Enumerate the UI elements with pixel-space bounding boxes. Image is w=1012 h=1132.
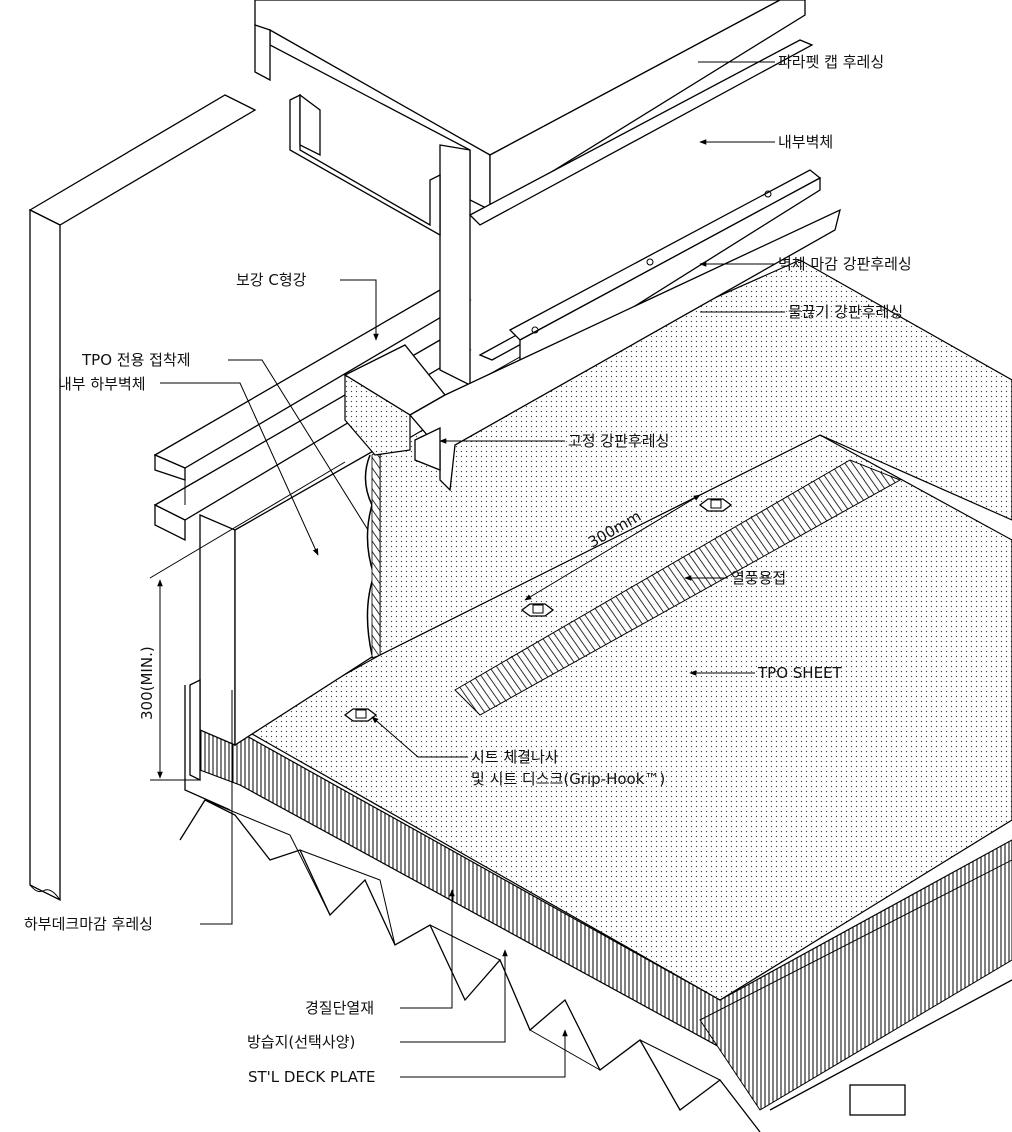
dimension-vertical-text: 300(MIN.) <box>138 646 156 720</box>
leader-lines <box>160 61 785 1078</box>
parapet-cap-flashing <box>254 0 806 387</box>
label-fixing-flashing: 고정 강판후레싱 <box>568 432 669 450</box>
screw-disc-upper <box>698 498 733 512</box>
drip-fixing-flashing <box>343 208 841 492</box>
screw-disc-middle <box>520 603 555 617</box>
inner-lower-wall <box>199 448 381 747</box>
label-tpo-sheet: TPO SHEET <box>757 664 843 682</box>
label-vapor-barrier: 방습지(선택사양) <box>247 1033 355 1051</box>
dimension-vertical: 300(MIN.) <box>138 461 346 781</box>
label-parapet-cap: 파라펫 캡 후레싱 <box>778 53 884 71</box>
cap-bracket <box>289 93 441 237</box>
label-deck-plate: ST'L DECK PLATE <box>248 1068 376 1086</box>
label-inner-wall: 내부벽체 <box>778 133 833 151</box>
label-hot-air-weld: 열풍용접 <box>731 569 786 587</box>
label-inner-lower-wall: 내부 하부벽체 <box>58 375 146 393</box>
label-screw-line2: 및 시트 디스크(Grip-Hook™) <box>471 770 665 788</box>
label-deck-finish: 하부데크마감 후레싱 <box>24 915 153 933</box>
label-insulation: 경질단열재 <box>305 999 374 1017</box>
label-screw-line1: 시트 체결나사 <box>471 748 559 766</box>
label-tpo-adhesive: TPO 전용 접착제 <box>81 351 191 369</box>
insulation-board <box>199 717 1012 1111</box>
parapet-wall <box>28 94 257 902</box>
screw-disc-lower <box>343 708 378 722</box>
label-reinforce-c: 보강 C형강 <box>236 271 307 289</box>
label-wall-finish: 벽체 마감 강판후레싱 <box>778 255 912 273</box>
label-drip-flashing: 물끊기 강판후레싱 <box>788 303 903 321</box>
